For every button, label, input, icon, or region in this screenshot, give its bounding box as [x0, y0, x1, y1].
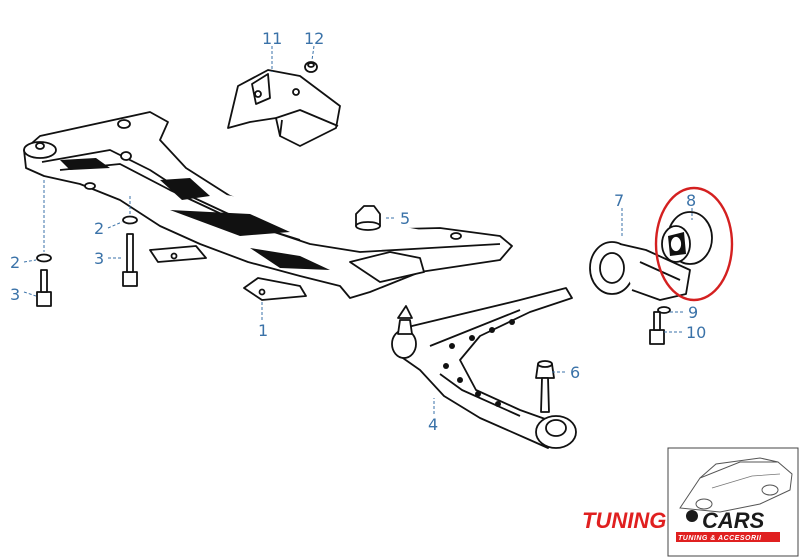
- fastener-bolt-center: [122, 196, 138, 287]
- logo-word-left: TUNING: [582, 508, 666, 533]
- watermark-logo: TUNING CARS TUNING & ACCESORII: [582, 447, 799, 557]
- part-nut-12: [304, 61, 318, 73]
- callout-3-left: 3: [10, 285, 20, 304]
- fastener-washer-center: [122, 215, 138, 225]
- callout-5: 5: [400, 209, 410, 228]
- logo-word-right: CARS: [702, 508, 765, 533]
- callout-9: 9: [688, 303, 698, 322]
- callout-12: 12: [304, 29, 324, 48]
- part-subframe: [23, 111, 513, 301]
- callout-4: 4: [428, 415, 438, 434]
- part-bushing-bracket-7: [589, 241, 691, 301]
- fastener-washer-9: [657, 306, 671, 314]
- callout-7: 7: [614, 191, 624, 210]
- leader-lines: [23, 45, 693, 414]
- callout-1: 1: [258, 321, 268, 340]
- part-heat-shield: [227, 69, 341, 147]
- highlight-ring: [654, 186, 734, 302]
- callout-3-center: 3: [94, 249, 104, 268]
- callout-2-center: 2: [94, 219, 104, 238]
- callout-8: 8: [686, 191, 696, 210]
- callout-2-left: 2: [10, 253, 20, 272]
- fastener-bolt-left: [36, 180, 52, 307]
- fastener-bolt-10: [649, 311, 665, 345]
- callout-labels: 1 2 2 3 3 4 5 6 7 8 9 10 11 12: [10, 29, 706, 434]
- part-control-arm: [391, 287, 577, 449]
- fastener-washer-left: [36, 253, 52, 263]
- part-rubber-mount-5: [355, 205, 381, 231]
- logo-tagline: TUNING & ACCESORII: [678, 535, 762, 542]
- part-nut-6: [535, 360, 555, 413]
- callout-10: 10: [686, 323, 706, 342]
- car-outline-icon: [679, 457, 793, 513]
- callout-11: 11: [262, 29, 282, 48]
- logo-dot-icon: [686, 510, 698, 522]
- part-bushing-8: [661, 211, 713, 265]
- callout-6: 6: [570, 363, 580, 382]
